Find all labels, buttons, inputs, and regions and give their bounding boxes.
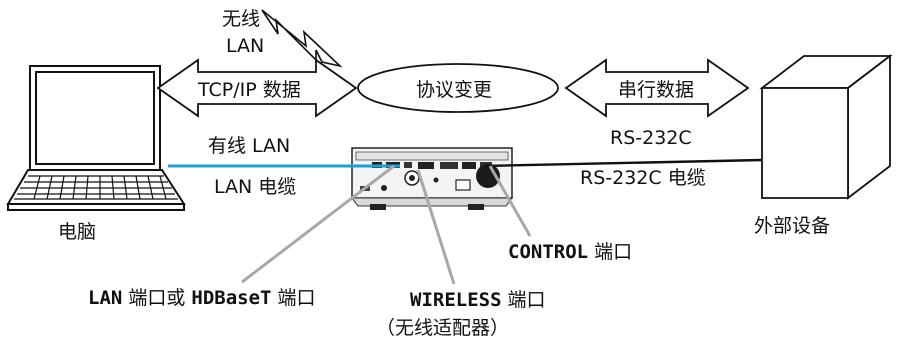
control-port-pointer-line — [488, 165, 532, 237]
rs232c-cable-label: RS-232C 电缆 — [580, 167, 706, 189]
rs232c-cable-line — [483, 158, 763, 168]
wireless-adapter-label: （无线适配器） — [376, 317, 509, 339]
control-port-label-rest: 端口 — [588, 241, 632, 263]
control-port-label: CONTROL 端口 — [508, 241, 632, 263]
protocol-ellipse — [357, 63, 559, 113]
lan-port-label-rest: 端口 — [272, 287, 316, 309]
laptop-icon — [6, 65, 186, 211]
wireless-port-pointer-line — [416, 169, 456, 285]
external-device-label: 外部设备 — [754, 215, 830, 237]
wireless-lan-label-line1: 无线 — [222, 8, 260, 30]
wireless-port-label-bold: WIRELESS — [410, 289, 502, 311]
wireless-lan-label-line2: LAN — [226, 35, 264, 57]
hdbaset-label-bold: HDBaseT — [191, 287, 271, 309]
external-device-icon — [759, 54, 893, 200]
lightning-bolt-icon — [261, 9, 343, 68]
protocol-conversion-label: 协议变更 — [416, 79, 492, 101]
lan-hdbaset-port-label: LAN 端口或 HDBaseT 端口 — [88, 287, 316, 309]
tcp-ip-arrow — [156, 58, 358, 118]
computer-label: 电脑 — [58, 221, 96, 243]
control-port-label-bold: CONTROL — [508, 241, 588, 263]
lan-port-label-bold: LAN — [88, 287, 122, 309]
tcp-ip-data-label: TCP/IP 数据 — [197, 79, 301, 101]
rs232c-label: RS-232C — [610, 127, 692, 149]
serial-data-label: 串行数据 — [618, 79, 694, 101]
lan-cable-label: LAN 电缆 — [214, 176, 296, 198]
lan-port-label-mid: 端口或 — [122, 287, 191, 309]
wireless-port-label: WIRELESS 端口 — [410, 289, 546, 311]
serial-arrow — [564, 58, 750, 118]
wired-lan-label: 有线 LAN — [208, 135, 290, 157]
lan-port-pointer-line — [241, 164, 395, 284]
wireless-port-label-rest: 端口 — [502, 289, 546, 311]
